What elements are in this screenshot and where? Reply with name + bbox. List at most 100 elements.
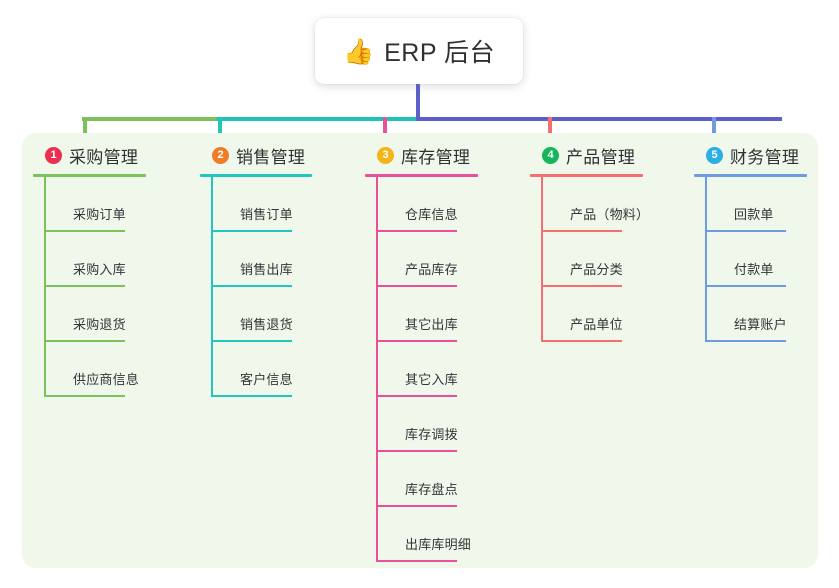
leaf-item[interactable]: 库存盘点 — [365, 452, 478, 507]
column-spine-5 — [705, 177, 707, 342]
leaf-item[interactable]: 其它入库 — [365, 342, 478, 397]
leaf-item-rule — [706, 285, 786, 287]
leaf-item-label: 库存调拨 — [405, 427, 458, 442]
leaf-item[interactable]: 库存调拨 — [365, 397, 478, 452]
leaf-item-rule — [377, 450, 457, 452]
leaf-item-rule — [45, 230, 125, 232]
column-header-2[interactable]: 2 销售管理 — [200, 143, 312, 167]
leaf-item[interactable]: 其它出库 — [365, 287, 478, 342]
column-badge-2: 2 — [212, 146, 229, 164]
leaf-item-rule — [212, 395, 292, 397]
column-rule-4 — [530, 174, 643, 177]
leaf-item[interactable]: 结算账户 — [694, 287, 807, 342]
column-body-5: 回款单付款单结算账户 — [694, 177, 807, 342]
column-spine-1 — [44, 177, 46, 397]
leaf-item-label: 销售订单 — [240, 207, 293, 222]
leaf-item-label: 库存盘点 — [405, 482, 458, 497]
leaf-item-label: 产品库存 — [405, 262, 458, 277]
leaf-item[interactable]: 采购退货 — [33, 287, 146, 342]
column-badge-4: 4 — [542, 146, 559, 164]
leaf-item-rule — [45, 285, 125, 287]
root-node-title: ERP 后台 — [384, 39, 496, 67]
connector-drop-2 — [218, 117, 222, 143]
leaf-item[interactable]: 客户信息 — [200, 342, 312, 397]
leaf-item-rule — [542, 340, 622, 342]
leaf-item-rule — [377, 505, 457, 507]
connector-bus-segment-1 — [82, 117, 219, 121]
column-title-5: 财务管理 — [730, 147, 800, 167]
leaf-item-rule — [212, 285, 292, 287]
leaf-item-label: 供应商信息 — [73, 372, 140, 387]
column-body-1: 采购订单采购入库采购退货供应商信息 — [33, 177, 146, 397]
leaf-item-label: 客户信息 — [240, 372, 293, 387]
leaf-item-label: 其它入库 — [405, 372, 458, 387]
column-badge-3: 3 — [377, 146, 394, 164]
connector-drop-1 — [83, 117, 87, 143]
connector-drop-3 — [383, 117, 387, 143]
leaf-item-label: 采购入库 — [73, 262, 126, 277]
leaf-item-rule — [542, 230, 622, 232]
column-rule-3 — [365, 174, 478, 177]
leaf-item-label: 产品单位 — [570, 317, 623, 332]
connector-bus-segment-3 — [416, 117, 782, 121]
leaf-item[interactable]: 销售订单 — [200, 177, 312, 232]
column-rule-1 — [33, 174, 146, 177]
leaf-item[interactable]: 产品单位 — [530, 287, 643, 342]
column-body-2: 销售订单销售出库销售退货客户信息 — [200, 177, 312, 397]
leaf-item-label: 销售退货 — [240, 317, 293, 332]
leaf-item-label: 结算账户 — [734, 317, 787, 332]
leaf-item-rule — [542, 285, 622, 287]
leaf-item-label: 采购退货 — [73, 317, 126, 332]
leaf-item-rule — [377, 340, 457, 342]
leaf-item-rule — [212, 230, 292, 232]
leaf-item[interactable]: 供应商信息 — [33, 342, 146, 397]
connector-drop-5 — [712, 117, 716, 143]
leaf-item-rule — [377, 395, 457, 397]
leaf-item[interactable]: 付款单 — [694, 232, 807, 287]
leaf-item-rule — [706, 340, 786, 342]
leaf-item[interactable]: 采购入库 — [33, 232, 146, 287]
column-rule-5 — [694, 174, 807, 177]
leaf-item-rule — [212, 340, 292, 342]
leaf-item-label: 出库库明细 — [405, 537, 472, 552]
leaf-item[interactable]: 仓库信息 — [365, 177, 478, 232]
column-body-3: 仓库信息产品库存其它出库其它入库库存调拨库存盘点出库库明细 — [365, 177, 478, 562]
leaf-item[interactable]: 产品（物料） — [530, 177, 649, 232]
diagram-panel — [22, 133, 818, 568]
leaf-item[interactable]: 销售退货 — [200, 287, 312, 342]
column-2: 2 销售管理销售订单销售出库销售退货客户信息 — [200, 143, 312, 397]
thumbs-up-icon: 👍 — [342, 37, 375, 66]
leaf-item-label: 其它出库 — [405, 317, 458, 332]
leaf-item-label: 销售出库 — [240, 262, 293, 277]
column-spine-4 — [541, 177, 543, 342]
leaf-item[interactable]: 回款单 — [694, 177, 807, 232]
leaf-item[interactable]: 产品库存 — [365, 232, 478, 287]
leaf-item-label: 产品（物料） — [570, 207, 650, 222]
leaf-item[interactable]: 出库库明细 — [365, 507, 478, 562]
connector-drop-4 — [548, 117, 552, 143]
leaf-item[interactable]: 产品分类 — [530, 232, 643, 287]
leaf-item[interactable]: 销售出库 — [200, 232, 312, 287]
column-header-5[interactable]: 5 财务管理 — [694, 143, 807, 167]
column-body-4: 产品（物料） 产品分类产品单位 — [530, 177, 649, 342]
leaf-item-rule — [377, 285, 457, 287]
leaf-item-label: 采购订单 — [73, 207, 126, 222]
column-rule-2 — [200, 174, 312, 177]
column-5: 5 财务管理回款单付款单结算账户 — [694, 143, 807, 342]
leaf-item-rule — [377, 230, 457, 232]
column-title-2: 销售管理 — [236, 147, 306, 167]
leaf-item-rule — [45, 395, 125, 397]
column-badge-5: 5 — [706, 146, 723, 164]
leaf-item-rule — [706, 230, 786, 232]
column-spine-3 — [376, 177, 378, 562]
connector-bus-segment-2 — [217, 117, 418, 121]
leaf-item-label: 回款单 — [734, 207, 774, 222]
leaf-item[interactable]: 采购订单 — [33, 177, 146, 232]
root-node-card[interactable]: 👍 ERP 后台 — [315, 18, 523, 84]
